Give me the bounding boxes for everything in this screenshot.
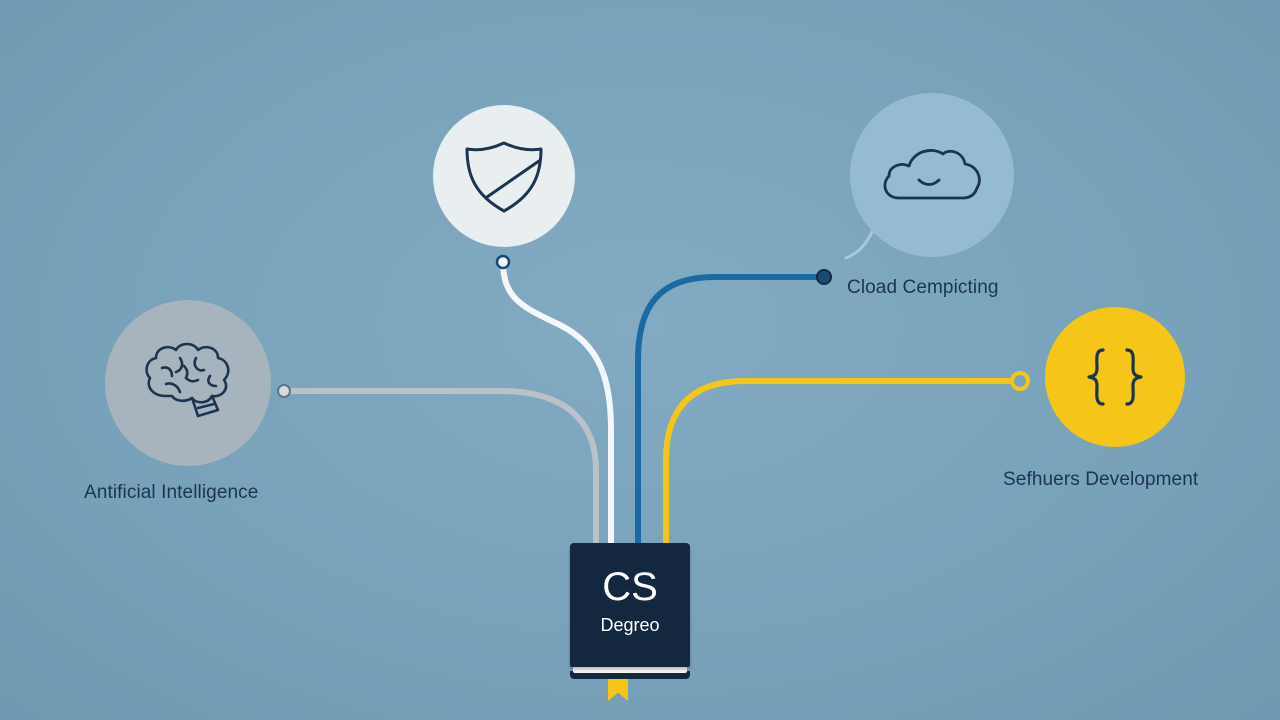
node-security [433,105,575,247]
cloud-icon [883,149,981,200]
book-back-cover [570,671,690,679]
connector-security [500,259,614,548]
cs-degree-book: CS Degreo [570,543,690,701]
book-subtitle: Degreo [600,615,660,635]
book-cover [570,543,690,667]
connector-cloud [635,274,827,548]
brain-icon [145,342,230,418]
node-cloud-computing [850,93,1014,257]
shield-icon [465,141,543,213]
braces-icon [1087,348,1143,406]
label-artificial-intelligence: Antificial Intelligence [84,482,259,503]
node-software-development [1045,307,1185,447]
node-artificial-intelligence [105,300,271,466]
connector-ai [281,388,599,548]
connector-software-dot [1010,371,1030,391]
connector-software [663,378,1023,548]
connector-ai-dot [277,384,291,398]
connector-security-dot [495,254,511,270]
cloud-bubble-tail [844,230,874,260]
label-software-development: Sefhuers Development [1003,469,1199,490]
book-title: CS [602,565,658,609]
connector-cloud-dot [816,269,832,285]
book-pages [573,663,687,673]
label-cloud-computing: Cload Cempicting [847,277,999,298]
